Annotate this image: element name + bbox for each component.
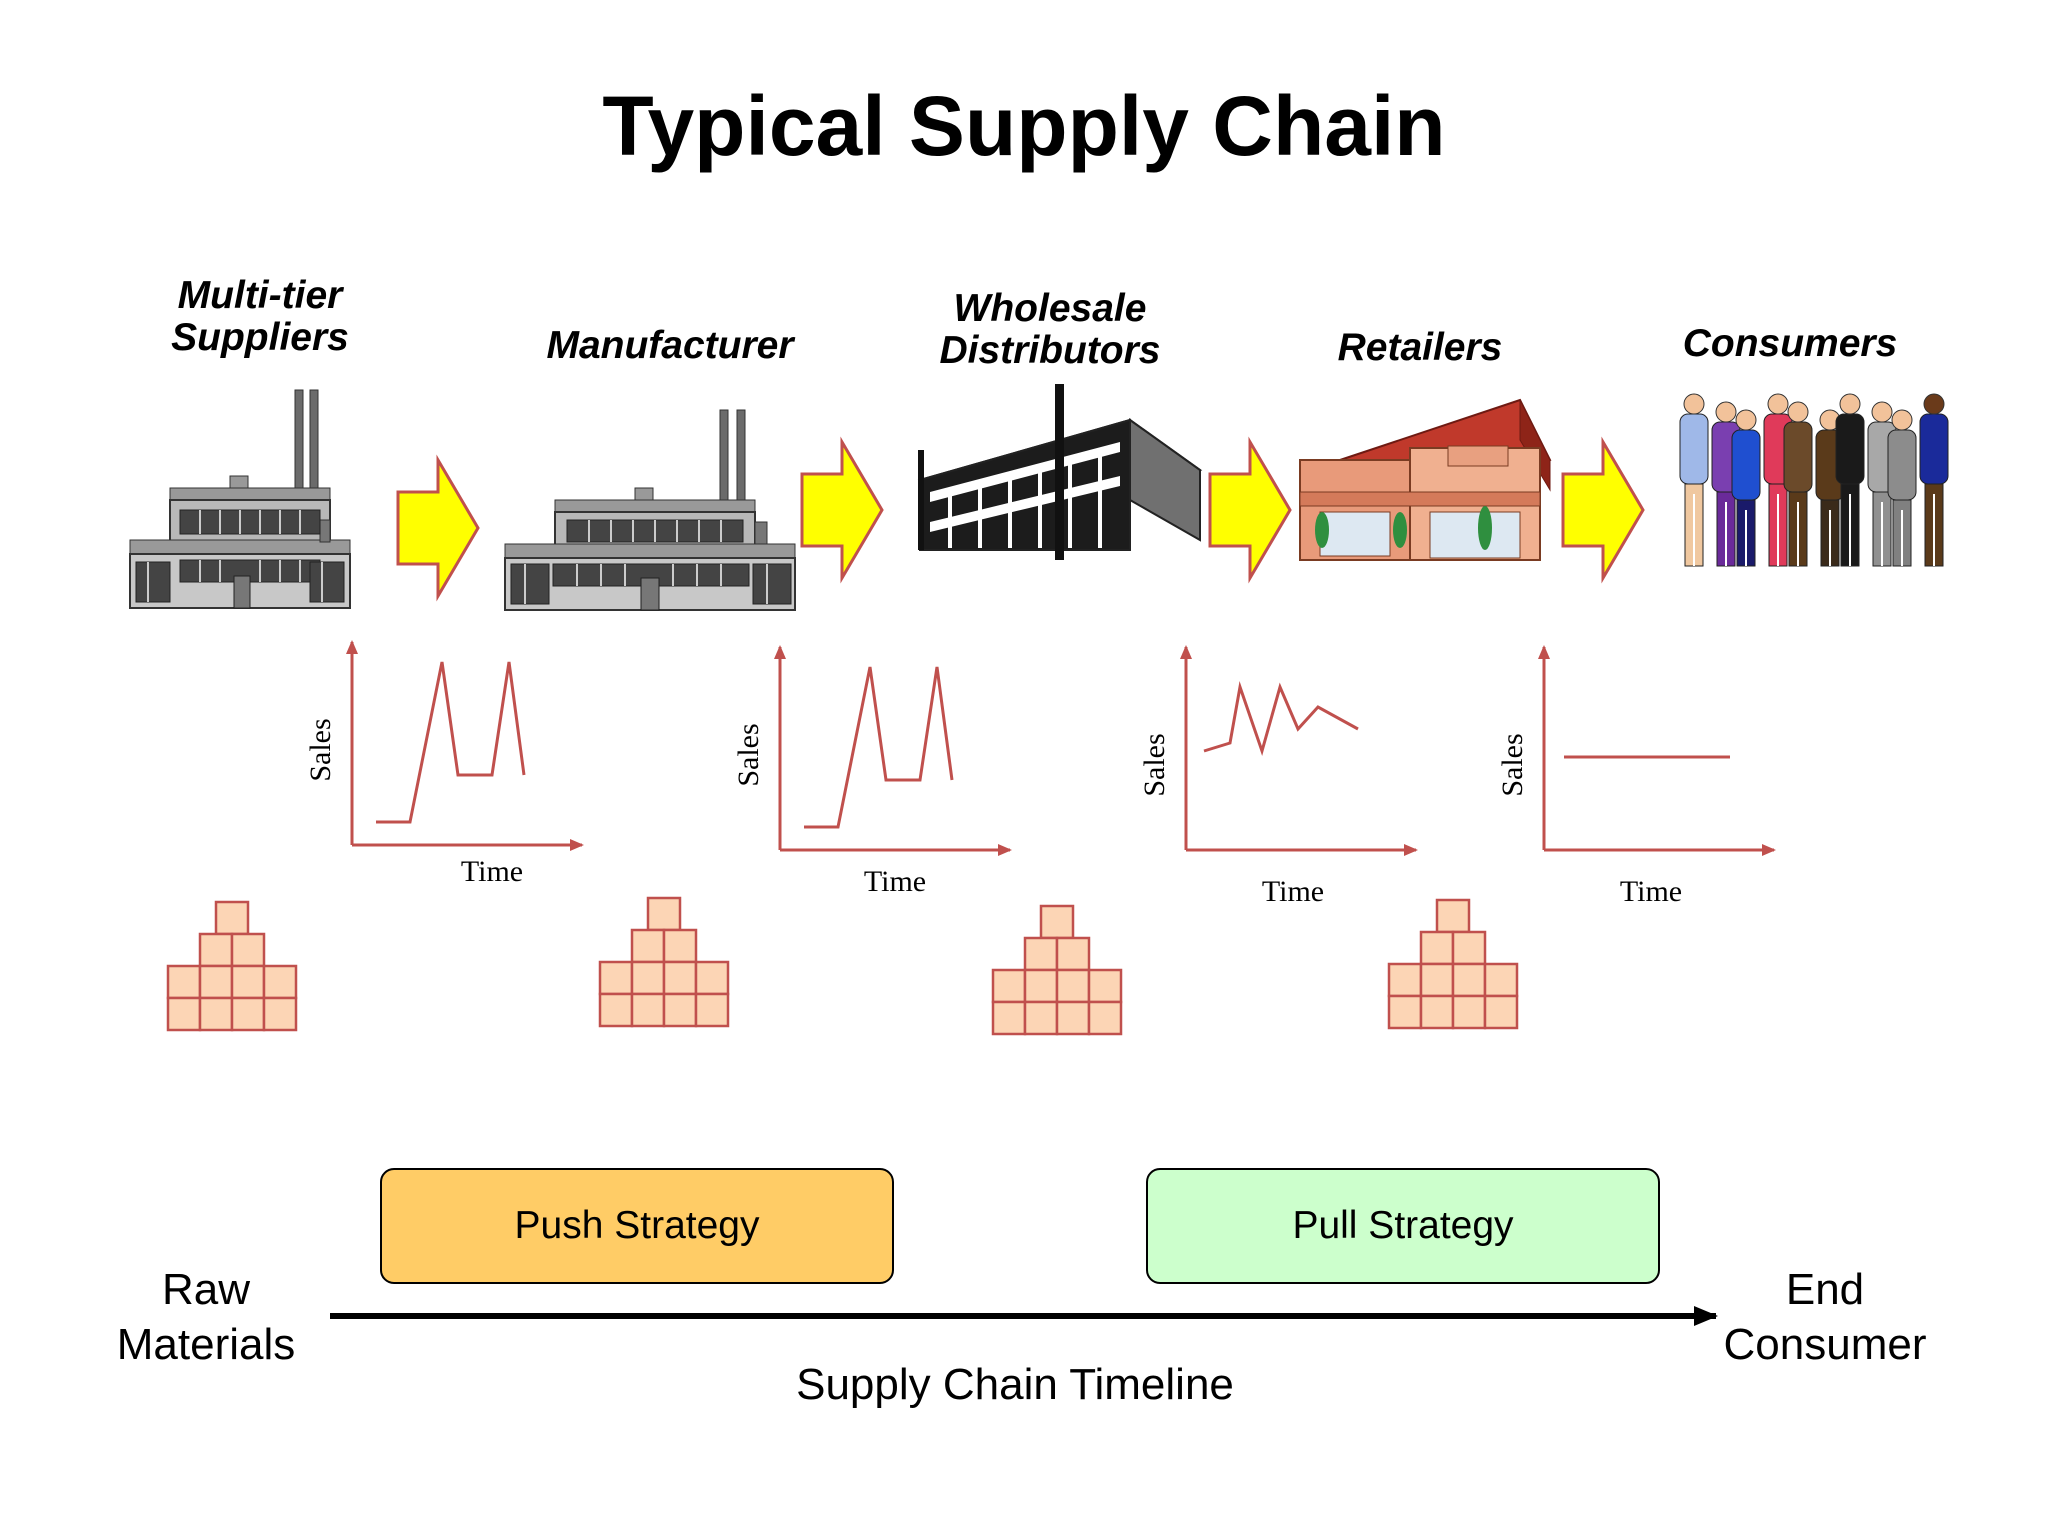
person-figure [1887, 409, 1917, 567]
inventory-box [1483, 994, 1519, 1030]
push-strategy-label: Push Strategy [514, 1204, 760, 1247]
inventory-box [1419, 994, 1455, 1030]
pull-strategy-box: Pull Strategy [1146, 1168, 1660, 1284]
flow-arrow-icon [800, 436, 884, 584]
inventory-box [1387, 994, 1423, 1030]
inventory-boxes-icon [166, 900, 298, 1032]
inventory-box [1451, 994, 1487, 1030]
factory-icon [129, 389, 351, 609]
people-icon [1679, 393, 1949, 567]
inventory-box [198, 964, 234, 1000]
chart-xlabel: Time [864, 865, 926, 898]
pull-strategy-label: Pull Strategy [1292, 1204, 1514, 1247]
flow-arrow-icon [1561, 436, 1645, 584]
inventory-box [1483, 962, 1519, 998]
inventory-box [1039, 904, 1075, 940]
push-strategy-box: Push Strategy [380, 1168, 894, 1284]
inventory-box [1419, 930, 1455, 966]
inventory-box [662, 960, 698, 996]
chart-xlabel: Time [1620, 875, 1682, 908]
chart-ylabel: Sales [732, 723, 765, 786]
inventory-box [991, 1000, 1027, 1036]
inventory-boxes-icon [991, 904, 1123, 1036]
inventory-box [262, 964, 298, 1000]
inventory-box [1087, 968, 1123, 1004]
inventory-box [598, 960, 634, 996]
inventory-box [1023, 968, 1059, 1004]
chart-ylabel: Sales [1496, 733, 1529, 796]
stage-label-suppliers: Multi-tier Suppliers [171, 274, 349, 359]
inventory-box [646, 896, 682, 932]
warehouse-icon [917, 384, 1203, 560]
chart-ylabel: Sales [1138, 733, 1171, 796]
inventory-box [230, 964, 266, 1000]
person-figure [1731, 409, 1761, 567]
inventory-box [630, 992, 666, 1028]
inventory-box [991, 968, 1027, 1004]
stage-label-consumers: Consumers [1682, 322, 1898, 365]
chart-ylabel: Sales [304, 718, 337, 781]
page-title: Typical Supply Chain [602, 79, 1446, 173]
timeline-start-label: Raw Materials [116, 1265, 296, 1369]
person-figure [1783, 401, 1813, 567]
chart-xlabel: Time [461, 855, 523, 888]
inventory-box [694, 992, 730, 1028]
person-figure [1835, 393, 1865, 567]
stage-label-distributors: Wholesale Distributors [939, 287, 1161, 372]
inventory-box [1055, 1000, 1091, 1036]
inventory-box [1087, 1000, 1123, 1036]
sales-chart-retailers: Sales Time [1496, 645, 1776, 908]
inventory-box [1435, 898, 1471, 934]
inventory-box [1387, 962, 1423, 998]
inventory-box [1055, 968, 1091, 1004]
sales-chart-suppliers: Sales Time [304, 640, 584, 888]
inventory-box [630, 928, 666, 964]
inventory-box [166, 996, 202, 1032]
inventory-box [1023, 1000, 1059, 1036]
store-icon [1299, 398, 1552, 561]
inventory-boxes-icon [598, 896, 730, 1028]
sales-chart-distributors: Sales Time [1138, 645, 1418, 908]
inventory-box [198, 996, 234, 1032]
person-figure [1679, 393, 1709, 567]
inventory-box [214, 900, 250, 936]
timeline-end-label: End Consumer [1723, 1265, 1927, 1369]
inventory-box [662, 928, 698, 964]
flow-arrow-icon [396, 454, 480, 602]
sales-chart-manufacturer: Sales Time [732, 645, 1012, 898]
inventory-box [166, 964, 202, 1000]
inventory-box [694, 960, 730, 996]
inventory-box [230, 932, 266, 968]
inventory-box [662, 992, 698, 1028]
inventory-box [230, 996, 266, 1032]
inventory-box [598, 992, 634, 1028]
flow-arrow-icon [1208, 436, 1292, 584]
stage-label-manufacturer: Manufacturer [546, 324, 794, 367]
chart-xlabel: Time [1262, 875, 1324, 908]
inventory-box [262, 996, 298, 1032]
inventory-box [1451, 930, 1487, 966]
timeline-label: Supply Chain Timeline [796, 1360, 1234, 1409]
inventory-boxes-icon [1387, 898, 1519, 1030]
inventory-box [198, 932, 234, 968]
inventory-box [1023, 936, 1059, 972]
inventory-box [1419, 962, 1455, 998]
person-figure [1919, 393, 1949, 567]
factory-icon [504, 409, 796, 611]
inventory-box [1055, 936, 1091, 972]
inventory-box [630, 960, 666, 996]
inventory-box [1451, 962, 1487, 998]
stage-label-retailers: Retailers [1337, 326, 1503, 369]
